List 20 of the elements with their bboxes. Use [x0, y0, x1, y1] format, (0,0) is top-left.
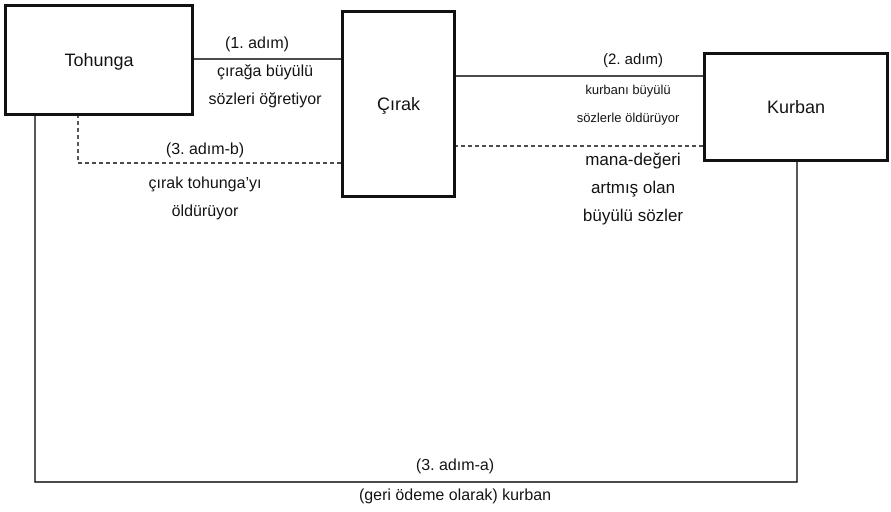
edge-label: (2. adım) [603, 50, 663, 70]
connector-line [456, 75, 703, 77]
process-box [4, 4, 194, 116]
connector-line [34, 116, 798, 483]
process-box [703, 52, 889, 162]
connector-line [456, 145, 703, 147]
edge-label: (3. adım-b) [166, 140, 244, 160]
step-description: çırağa büyülü sözleri öğretiyor [208, 62, 322, 110]
step-description: kurbanı büyülü sözlerle öldürüyor [576, 81, 680, 127]
edge-label: (3. adım-a) [416, 456, 494, 476]
step-description: (geri ödeme olarak) kurban [358, 486, 552, 506]
edge-label: mana-değeri artmış olan büyülü sözler [582, 149, 684, 227]
connector-line [194, 58, 341, 60]
edge-label: (1. adım) [225, 34, 289, 54]
connector-line [77, 116, 341, 164]
process-box [341, 10, 456, 198]
step-description: çırak tohunga’yı öldürüyor [148, 174, 262, 222]
node-label: Kurban [766, 96, 826, 118]
node-label: Tohunga [64, 50, 134, 70]
node-label: Çırak [376, 94, 420, 114]
